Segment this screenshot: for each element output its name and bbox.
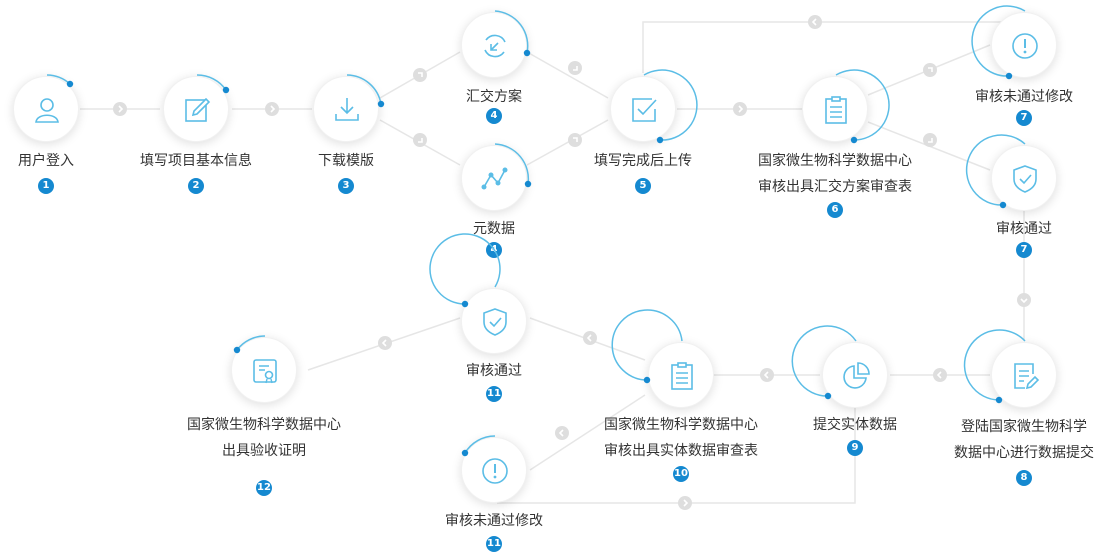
clipboard-icon <box>825 96 847 124</box>
arrow-left-icon <box>378 336 392 350</box>
step-register-label-line1: 登陆国家微生物科学 <box>961 419 1087 435</box>
step-metadata-label: 元数据 <box>473 221 515 237</box>
step-reject-top-number: 7 <box>1016 110 1032 126</box>
document-edit-icon <box>1014 363 1040 390</box>
arrow-right-icon <box>113 102 127 116</box>
step-pass-top-label: 审核通过 <box>996 221 1052 237</box>
step-plan-review-number: 6 <box>827 202 843 218</box>
alert-icon <box>1012 33 1038 59</box>
step-register-label-line2: 数据中心进行数据提交 <box>954 445 1094 461</box>
step-download-node <box>313 74 385 142</box>
step-summary-plan-label: 汇交方案 <box>466 89 522 105</box>
arrow-left-icon <box>760 368 774 382</box>
step-upload-node <box>610 69 698 144</box>
step-certificate-node <box>231 335 297 403</box>
arrow-down-icon <box>1017 293 1031 307</box>
step-fill-info-number: 2 <box>188 178 204 194</box>
step-submit-entity-label: 提交实体数据 <box>813 417 897 433</box>
arrow-up-right-icon <box>568 133 582 147</box>
arrow-right-icon <box>678 496 692 510</box>
arrow-down-right-icon <box>568 61 582 75</box>
step-submit-entity-node <box>791 325 888 408</box>
arrow-right-icon <box>733 102 747 116</box>
alert-icon <box>482 458 508 484</box>
step-fill-info-node <box>163 74 230 142</box>
step-reject-bottom-label: 审核未通过修改 <box>445 513 543 529</box>
shield-check-icon <box>483 308 507 336</box>
step-pass-top-number: 7 <box>1016 242 1032 258</box>
arrow-up-right-icon <box>923 63 937 77</box>
step-certificate-label-line2: 出具验收证明 <box>222 443 306 459</box>
arrow-left-icon <box>933 368 947 382</box>
arrow-down-right-icon <box>923 133 937 147</box>
checkbox-icon <box>632 98 657 122</box>
step-reject-top-label: 审核未通过修改 <box>975 89 1073 105</box>
nodes-icon <box>481 167 508 190</box>
step-plan-review-node <box>802 69 890 144</box>
step-login-node <box>13 74 79 142</box>
step-pass-bottom-node <box>429 233 527 354</box>
arrow-right-icon <box>265 102 279 116</box>
clipboard-icon <box>671 362 693 390</box>
step-summary-plan-number: 4 <box>486 108 502 124</box>
step-register-node <box>963 329 1057 408</box>
step-entity-review-number: 10 <box>673 466 689 482</box>
step-reject-bottom-node <box>461 435 527 503</box>
step-upload-number: 5 <box>635 178 651 194</box>
shield-check-icon <box>1013 165 1037 193</box>
arrow-down-right-icon <box>413 133 427 147</box>
step-entity-review-label-line1: 国家微生物科学数据中心 <box>604 417 758 433</box>
step-reject-top-node <box>971 5 1057 80</box>
step-fill-info-label: 填写项目基本信息 <box>140 153 252 169</box>
step-entity-review-node <box>611 309 714 408</box>
step-plan-review-label-line2: 审核出具汇交方案审查表 <box>758 179 912 195</box>
step-plan-review-label-line1: 国家微生物科学数据中心 <box>758 153 912 169</box>
step-login-label: 用户登入 <box>18 153 74 169</box>
edit-icon <box>185 97 211 122</box>
exchange-icon <box>484 34 506 58</box>
arrow-left-icon <box>555 426 569 440</box>
certificate-icon <box>253 359 277 384</box>
arrow-up-right-icon <box>413 68 427 82</box>
step-certificate-label-line1: 国家微生物科学数据中心 <box>187 417 341 433</box>
step-pass-top-node <box>965 134 1057 211</box>
step-reject-bottom-number: 11 <box>486 536 502 552</box>
step-metadata-node <box>461 143 532 211</box>
step-submit-entity-number: 9 <box>847 440 863 456</box>
user-icon <box>35 98 59 123</box>
step-register-number: 8 <box>1016 470 1032 486</box>
arrow-left-icon <box>583 331 597 345</box>
step-download-label: 下载模版 <box>318 153 374 169</box>
arrow-left-icon <box>808 15 822 29</box>
step-entity-review-label-line2: 审核出具实体数据审查表 <box>604 443 758 459</box>
step-pass-bottom-label: 审核通过 <box>466 363 522 379</box>
pie-chart-icon <box>843 362 870 389</box>
step-pass-bottom-number: 11 <box>486 386 502 402</box>
step-login-number: 1 <box>38 178 54 194</box>
step-certificate-number: 12 <box>256 480 272 496</box>
download-icon <box>335 98 359 121</box>
step-upload-label: 填写完成后上传 <box>594 153 692 169</box>
step-download-number: 3 <box>338 178 354 194</box>
step-summary-plan-node <box>461 10 531 78</box>
